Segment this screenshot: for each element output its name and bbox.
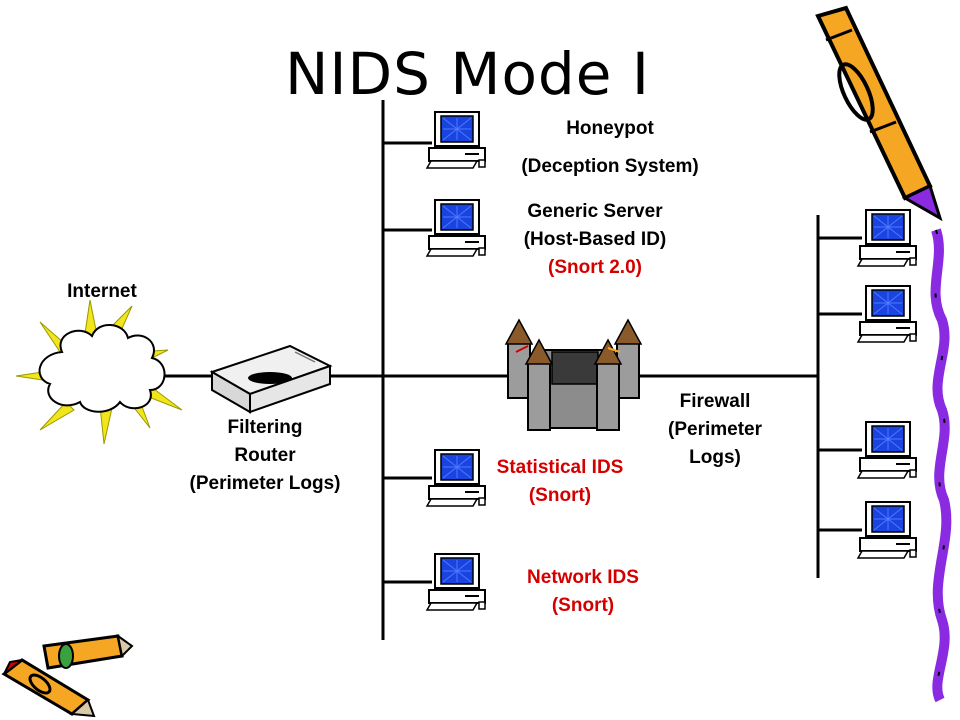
computer-icon-network-ids bbox=[426, 553, 486, 611]
computer-icon-internal-3 bbox=[857, 421, 917, 479]
firewall-label: Firewall (Perimeter Logs) bbox=[650, 388, 780, 472]
firewall-label-line-2: (Perimeter bbox=[668, 419, 762, 440]
router-label-line-2: Router bbox=[234, 445, 296, 466]
firewall-label-line-3: Logs) bbox=[689, 447, 741, 468]
generic-server-note: (Snort 2.0) bbox=[548, 257, 642, 278]
computer-icon-internal-2 bbox=[857, 285, 917, 343]
castle-firewall-icon bbox=[504, 318, 643, 431]
crayon-decoration-icon bbox=[815, 5, 952, 703]
computer-icon-honeypot bbox=[426, 111, 486, 169]
router-label-line-3: (Perimeter Logs) bbox=[189, 473, 341, 494]
honeypot-label-line-2: (Deception System) bbox=[521, 156, 699, 177]
page-title: NIDS Mode I bbox=[285, 40, 650, 108]
router-label-line-1: Filtering bbox=[227, 417, 303, 438]
computer-icon-internal-4 bbox=[857, 501, 917, 559]
computer-icon-internal-1 bbox=[857, 209, 917, 267]
generic-server-label-line-1: Generic Server bbox=[527, 201, 663, 222]
network-ids-label: Network IDS (Snort) bbox=[500, 564, 666, 620]
crayon-decoration-icon bbox=[1, 633, 134, 718]
router-label: Filtering Router (Perimeter Logs) bbox=[160, 414, 370, 498]
network-ids-label-line-2: (Snort) bbox=[551, 595, 615, 616]
generic-server-label-line-2: (Host-Based ID) bbox=[523, 229, 667, 250]
honeypot-label: Honeypot (Deception System) bbox=[480, 110, 740, 186]
computer-icon-generic-server bbox=[426, 199, 486, 257]
network-ids-label-line-1: Network IDS bbox=[527, 567, 639, 588]
statistical-ids-label-line-1: Statistical IDS bbox=[496, 457, 624, 478]
firewall-label-line-1: Firewall bbox=[679, 391, 751, 412]
honeypot-label-line-1: Honeypot bbox=[566, 118, 654, 139]
router-icon bbox=[209, 344, 333, 414]
internet-label: Internet bbox=[67, 281, 137, 302]
generic-server-label: Generic Server (Host-Based ID) (Snort 2.… bbox=[480, 198, 710, 282]
statistical-ids-label-line-2: (Snort) bbox=[528, 485, 592, 506]
cloud-icon bbox=[15, 299, 183, 445]
statistical-ids-label: Statistical IDS (Snort) bbox=[470, 454, 650, 510]
